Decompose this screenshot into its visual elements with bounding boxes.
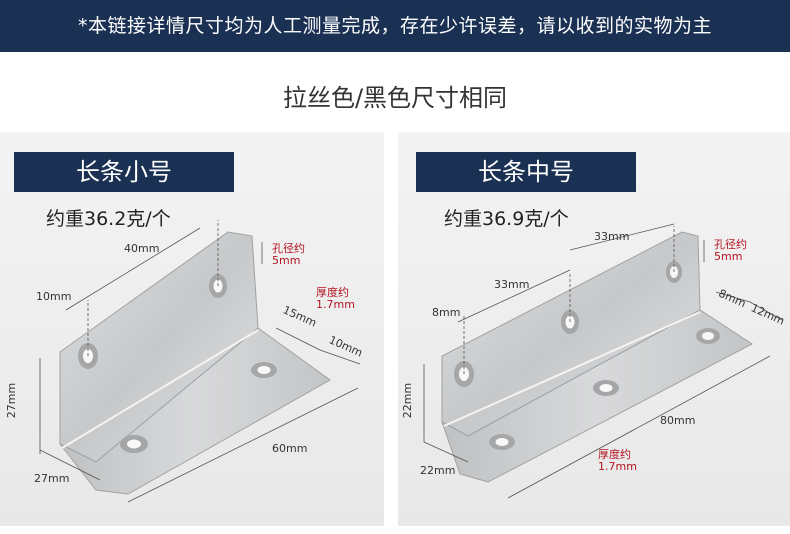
dim-edge-offset: 8mm [432, 306, 461, 319]
size-tag-small: 长条小号 [14, 152, 234, 192]
page-subtitle: 拉丝色/黑色尺寸相同 [282, 84, 508, 112]
product-panel-small: 长条小号 约重36.2克/个 40mm 孔径约 5mm 10mm 厚度约 1.7… [0, 132, 384, 526]
size-title: 长条小号 [76, 158, 172, 186]
dim-depth: 27mm [34, 472, 70, 485]
dim-thickness-label: 厚度约 [598, 448, 631, 461]
dim-height: 22mm [401, 382, 415, 419]
dim-offset: 10mm [36, 290, 72, 303]
size-tag-medium: 长条中号 [416, 152, 636, 192]
weight-label: 约重36.2克/个 [46, 208, 171, 230]
dim-length: 40mm [124, 242, 160, 255]
dim-top-spacing: 33mm [594, 230, 630, 243]
dimension-lines [423, 223, 783, 499]
weight-label: 约重36.9克/个 [444, 208, 569, 230]
dim-hole-label: 孔径约 [272, 242, 305, 255]
product-panel-medium: 长条中号 约重36.9克/个 33mm 孔径约 5mm 33mm 8mm 8mm… [398, 132, 790, 526]
size-title: 长条中号 [478, 158, 574, 186]
dim-mid-spacing: 33mm [494, 278, 530, 291]
dim-depth: 22mm [420, 464, 456, 477]
dim-height: 27mm [5, 382, 19, 419]
dim-base-length: 60mm [272, 442, 308, 455]
bracket-small-figure [39, 220, 361, 503]
dim-hole: 5mm [272, 254, 301, 267]
bracket-medium [441, 231, 753, 483]
bracket-medium-figure [423, 223, 783, 499]
dim-thickness: 1.7mm [598, 460, 637, 473]
dimension-lines [39, 220, 361, 503]
dim-hole: 5mm [714, 250, 743, 263]
dim-hole-label: 孔径约 [714, 238, 747, 251]
dim-base-length: 80mm [660, 414, 696, 427]
banner-text: *本链接详情尺寸均为人工测量完成，存在少许误差，请以收到的实物为主 [77, 15, 712, 37]
dim-thickness-label: 厚度约 [316, 286, 349, 299]
dim-thickness: 1.7mm [316, 298, 355, 311]
top-banner: *本链接详情尺寸均为人工测量完成，存在少许误差，请以收到的实物为主 [0, 0, 790, 52]
